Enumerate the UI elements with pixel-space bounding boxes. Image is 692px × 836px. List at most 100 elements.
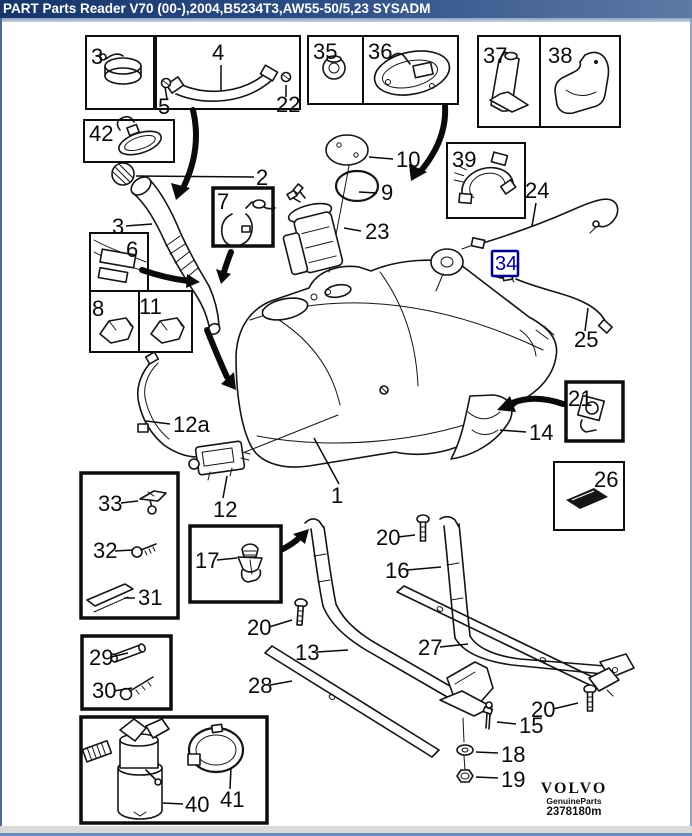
seal-9-drawing (334, 169, 380, 203)
detail-box-36 (362, 35, 459, 105)
part-label-11[interactable]: 11 (139, 294, 162, 319)
clamp-3-drawing (99, 53, 142, 85)
part-label-14[interactable]: 14 (529, 420, 553, 445)
clip-nut-21-drawing (576, 394, 606, 433)
detail-box-21 (564, 380, 625, 443)
cable-tie-7-drawing (220, 201, 253, 247)
fuel-filter-40-drawing (81, 718, 170, 820)
part-label-2[interactable]: 2 (256, 165, 268, 190)
sleeve-29-drawing (110, 643, 146, 663)
part-label-33[interactable]: 33 (98, 491, 122, 516)
detail-box-38 (539, 35, 621, 128)
part-label-17[interactable]: 17 (195, 548, 219, 573)
part-label-39[interactable]: 39 (452, 147, 476, 172)
clamp-42-drawing (116, 115, 162, 156)
part-label-21[interactable]: 21 (568, 386, 592, 411)
tank-strap-left-13 (304, 518, 477, 710)
part-label-36[interactable]: 36 (368, 39, 392, 64)
fuel-pump-23-drawing (252, 183, 344, 276)
collar-39-drawing (453, 151, 517, 205)
leader-lines (110, 65, 589, 805)
heat-shield-rail-28 (264, 645, 440, 758)
part-label-7[interactable]: 7 (217, 189, 229, 214)
part-label-13[interactable]: 13 (295, 640, 319, 665)
bottom-blue-strip (0, 833, 692, 836)
part-label-20-left[interactable]: 20 (247, 615, 271, 640)
part-label-35[interactable]: 35 (313, 39, 337, 64)
fuel-cap-drawing (111, 162, 135, 186)
clip-11-drawing (150, 317, 185, 344)
detail-box-31-32-33 (79, 471, 180, 620)
detail-box-4 (155, 35, 301, 110)
title-bar: PART Parts Reader V70 (00-),2004,B5234T3… (0, 0, 692, 18)
part-label-22[interactable]: 22 (276, 92, 300, 117)
part-label-32[interactable]: 32 (93, 538, 117, 563)
part-label-12a[interactable]: 12a (173, 412, 210, 437)
part-label-30[interactable]: 30 (92, 678, 116, 703)
detail-box-17 (188, 524, 283, 604)
tank-strap-right-16 (439, 515, 635, 679)
strap-foot-bracket (439, 661, 494, 743)
part-label-3-pipe[interactable]: 3 (112, 214, 124, 239)
detail-box-39 (446, 142, 526, 219)
part-label-24[interactable]: 24 (525, 178, 549, 203)
brand-block: VOLVO GenuineParts 2378180m (524, 781, 624, 819)
part-label-23[interactable]: 23 (365, 219, 389, 244)
cover-10-drawing (325, 134, 369, 166)
rubber-pad-26-drawing (566, 488, 608, 509)
detail-box-7 (211, 186, 275, 248)
part-label-28[interactable]: 28 (248, 673, 272, 698)
detail-box-40-41 (79, 715, 269, 825)
screw-32-drawing (131, 543, 157, 558)
part-label-6[interactable]: 6 (126, 237, 138, 262)
highlighted-part-34[interactable]: 34 (490, 249, 520, 278)
wiring-harness-12a-drawing (137, 351, 216, 464)
mounting-plate-36-drawing (373, 50, 451, 96)
part-label-3-clamp[interactable]: 3 (91, 44, 103, 69)
fastener-17-drawing (237, 543, 263, 583)
part-label-37[interactable]: 37 (483, 43, 507, 68)
part-label-4[interactable]: 4 (212, 40, 224, 65)
clip-8-drawing (99, 317, 134, 344)
fuel-hose-24-drawing (461, 198, 619, 250)
part-label-25[interactable]: 25 (574, 327, 598, 352)
genuine-parts-text: GenuineParts (546, 796, 602, 806)
part-label-31[interactable]: 31 (138, 585, 162, 610)
bolt-30-drawing (119, 676, 154, 701)
part-label-5[interactable]: 5 (158, 94, 170, 119)
part-label-41[interactable]: 41 (220, 787, 244, 812)
part-label-34-selected[interactable]: 34 (495, 253, 517, 275)
part-label-9[interactable]: 9 (381, 180, 393, 205)
part-label-19[interactable]: 19 (501, 767, 525, 792)
control-module-12-drawing (188, 414, 339, 481)
grommet-35-drawing (322, 55, 346, 80)
part-label-12[interactable]: 12 (213, 497, 237, 522)
part-label-10[interactable]: 10 (396, 147, 420, 172)
clip-33-drawing (139, 490, 167, 515)
washer-18-drawing (456, 744, 474, 771)
clamp-ring-41-drawing (187, 723, 245, 774)
detail-box-11 (138, 290, 193, 353)
bolt-20-top (416, 514, 430, 542)
part-label-20-right[interactable]: 20 (531, 697, 555, 722)
part-label-27[interactable]: 27 (418, 635, 442, 660)
nut-19-drawing (456, 769, 474, 783)
part-label-42[interactable]: 42 (89, 121, 113, 146)
part-label-15[interactable]: 15 (519, 713, 543, 738)
bracket-38-drawing (554, 51, 610, 115)
bolt-20-left (294, 598, 308, 626)
title-bar-divider (0, 18, 692, 22)
part-label-38[interactable]: 38 (548, 43, 572, 68)
sender-cover-drawing (430, 248, 464, 292)
part-label-40[interactable]: 40 (185, 792, 209, 817)
part-label-18[interactable]: 18 (501, 742, 525, 767)
part-label-26[interactable]: 26 (594, 467, 618, 492)
part-label-16[interactable]: 16 (385, 558, 409, 583)
part-label-8[interactable]: 8 (92, 296, 104, 321)
part-label-1[interactable]: 1 (331, 483, 343, 508)
strap-handle-4-drawing (160, 64, 292, 102)
part-label-20-top[interactable]: 20 (376, 525, 400, 550)
part-label-29[interactable]: 29 (89, 645, 113, 670)
pedestal-37-drawing (489, 51, 529, 113)
